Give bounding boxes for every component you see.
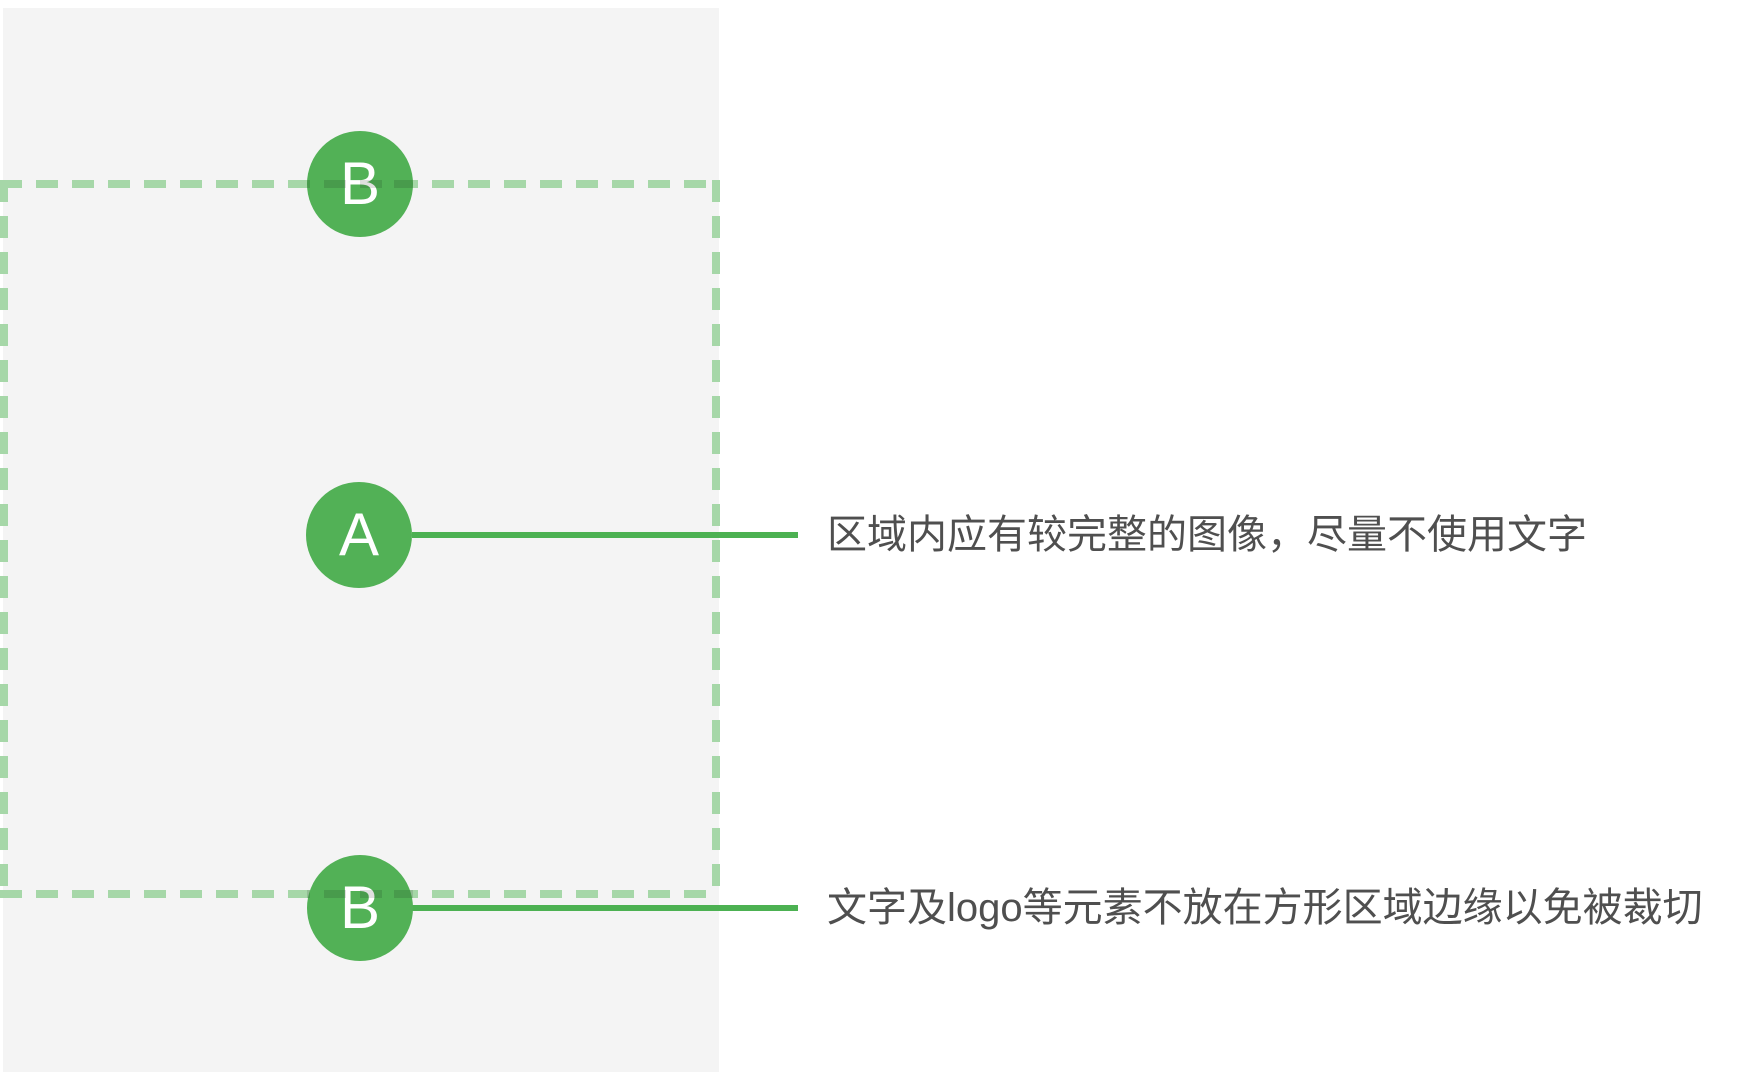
safe-area-border-left	[0, 180, 8, 898]
marker-badge-b-bottom: B	[307, 855, 413, 961]
marker-badge-b-top: B	[307, 131, 413, 237]
callout-leader-line-a	[412, 532, 798, 538]
dash-overlay	[307, 890, 413, 898]
marker-label: A	[338, 501, 380, 568]
callout-text-a: 区域内应有较完整的图像，尽量不使用文字	[827, 513, 1587, 557]
marker-label: B	[339, 874, 381, 941]
callout-leader-line-b	[412, 905, 798, 911]
callout-text-b: 文字及logo等元素不放在方形区域边缘以免被裁切	[827, 886, 1703, 930]
marker-badge-a: A	[306, 482, 412, 588]
safe-area-border-right	[712, 180, 720, 898]
dash-overlay	[307, 180, 413, 188]
marker-label: B	[339, 150, 381, 217]
